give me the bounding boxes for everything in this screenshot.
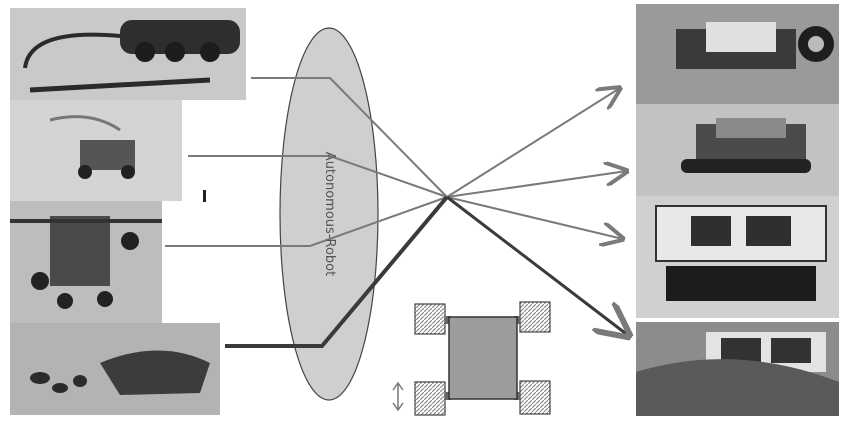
link-line-4: [225, 195, 449, 348]
arrow-3: [446, 196, 623, 239]
photo-small-wheeled-robot: [10, 100, 182, 201]
link-line-2: [188, 155, 448, 198]
arrow-1: [446, 88, 620, 198]
link-line-1: [251, 77, 448, 198]
link-line-3: [165, 196, 448, 247]
photo-robot-circuit-board: [636, 196, 839, 318]
photo-robot-frame-assembly: [10, 201, 162, 323]
photo-tracked-robot-cable: [10, 8, 246, 100]
photo-robot-chassis-closeup: [636, 322, 839, 416]
tick-mark: [203, 190, 206, 202]
photo-disassembled-parts: [10, 323, 220, 415]
arrow-2: [446, 171, 627, 198]
photo-tracked-robot-board: [636, 4, 839, 104]
double-arrow-icon: [392, 381, 404, 412]
arrow-4: [446, 195, 629, 336]
chassis-wheels-schematic: [414, 301, 551, 416]
photo-robot-controller: [636, 104, 839, 196]
ellipse-label: Autonomous-Robot: [322, 152, 337, 276]
